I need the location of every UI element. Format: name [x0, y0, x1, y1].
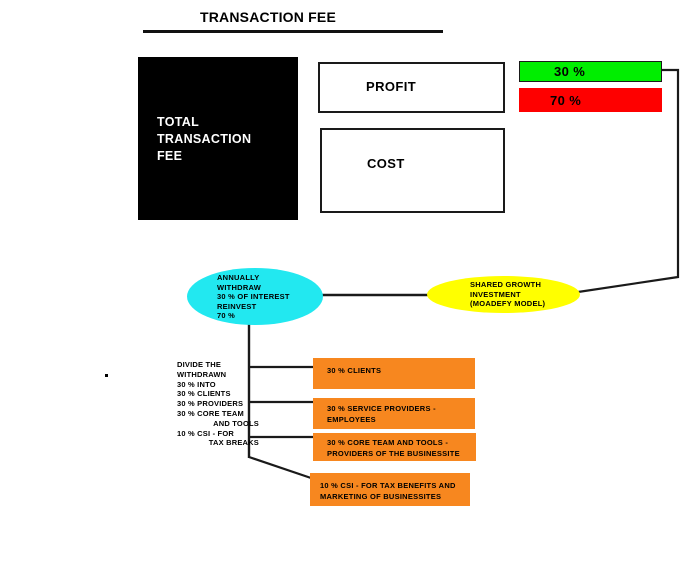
allocation-box-csi: 10 % CSI - FOR TAX BENEFITS AND MARKETIN…: [310, 473, 470, 506]
legend-line-6: 30 % CORE TEAM: [177, 408, 244, 418]
profit-share-label: 30 %: [554, 64, 586, 79]
profit-box: PROFIT: [318, 62, 505, 113]
cost-box: COST: [320, 128, 505, 213]
total-transaction-fee-box: TOTAL TRANSACTION FEE: [138, 57, 298, 220]
allocation-box-clients: 30 % CLIENTS: [313, 358, 475, 389]
title-underline: [143, 30, 443, 33]
cost-share-label: 70 %: [550, 92, 582, 108]
allocation-box-service-providers: 30 % SERVICE PROVIDERS - EMPLOYEES: [313, 398, 475, 429]
shared-growth-investment-node: SHARED GROWTH INVESTMENT (MOADEFY MODEL): [427, 276, 580, 313]
cost-label: COST: [367, 156, 405, 171]
page-title: TRANSACTION FEE: [200, 9, 336, 25]
legend-line-2: WITHDRAWN: [177, 369, 227, 379]
allocation-label-clients: 30 % CLIENTS: [327, 366, 382, 375]
profit-share-bar: 30 %: [519, 61, 662, 82]
stray-dot-mark: [105, 374, 108, 377]
allocation-label-csi: 10 % CSI - FOR TAX BENEFITS AND MARKETIN…: [320, 481, 456, 501]
legend-line-5: 30 % PROVIDERS: [177, 399, 244, 409]
cost-share-bar: 70 %: [519, 88, 662, 112]
legend-line-9: TAX BREAKS: [208, 438, 259, 448]
legend-line-7: AND TOOLS: [213, 418, 259, 428]
allocation-label-service-providers: 30 % SERVICE PROVIDERS - EMPLOYEES: [327, 404, 436, 424]
legend-line-8: 10 % CSI - FOR: [177, 428, 234, 438]
profit-label: PROFIT: [366, 79, 417, 94]
divide-withdrawn-legend: DIVIDE THE WITHDRAWN 30 % INTO 30 % CLIE…: [177, 360, 259, 448]
legend-line-1: DIVIDE THE: [177, 360, 222, 369]
shared-growth-investment-text: SHARED GROWTH INVESTMENT (MOADEFY MODEL): [470, 280, 546, 309]
allocation-box-core-team: 30 % CORE TEAM AND TOOLS - PROVIDERS OF …: [313, 433, 476, 461]
legend-line-3: 30 % INTO: [177, 379, 216, 389]
legend-line-4: 30 % CLIENTS: [177, 389, 231, 399]
annually-withdraw-text: ANNUALLY WITHDRAW 30 % OF INTEREST REINV…: [217, 273, 290, 321]
allocation-label-core-team: 30 % CORE TEAM AND TOOLS - PROVIDERS OF …: [327, 438, 460, 458]
total-transaction-fee-label: TOTAL TRANSACTION FEE: [157, 115, 252, 163]
annually-withdraw-node: ANNUALLY WITHDRAW 30 % OF INTEREST REINV…: [187, 268, 323, 325]
